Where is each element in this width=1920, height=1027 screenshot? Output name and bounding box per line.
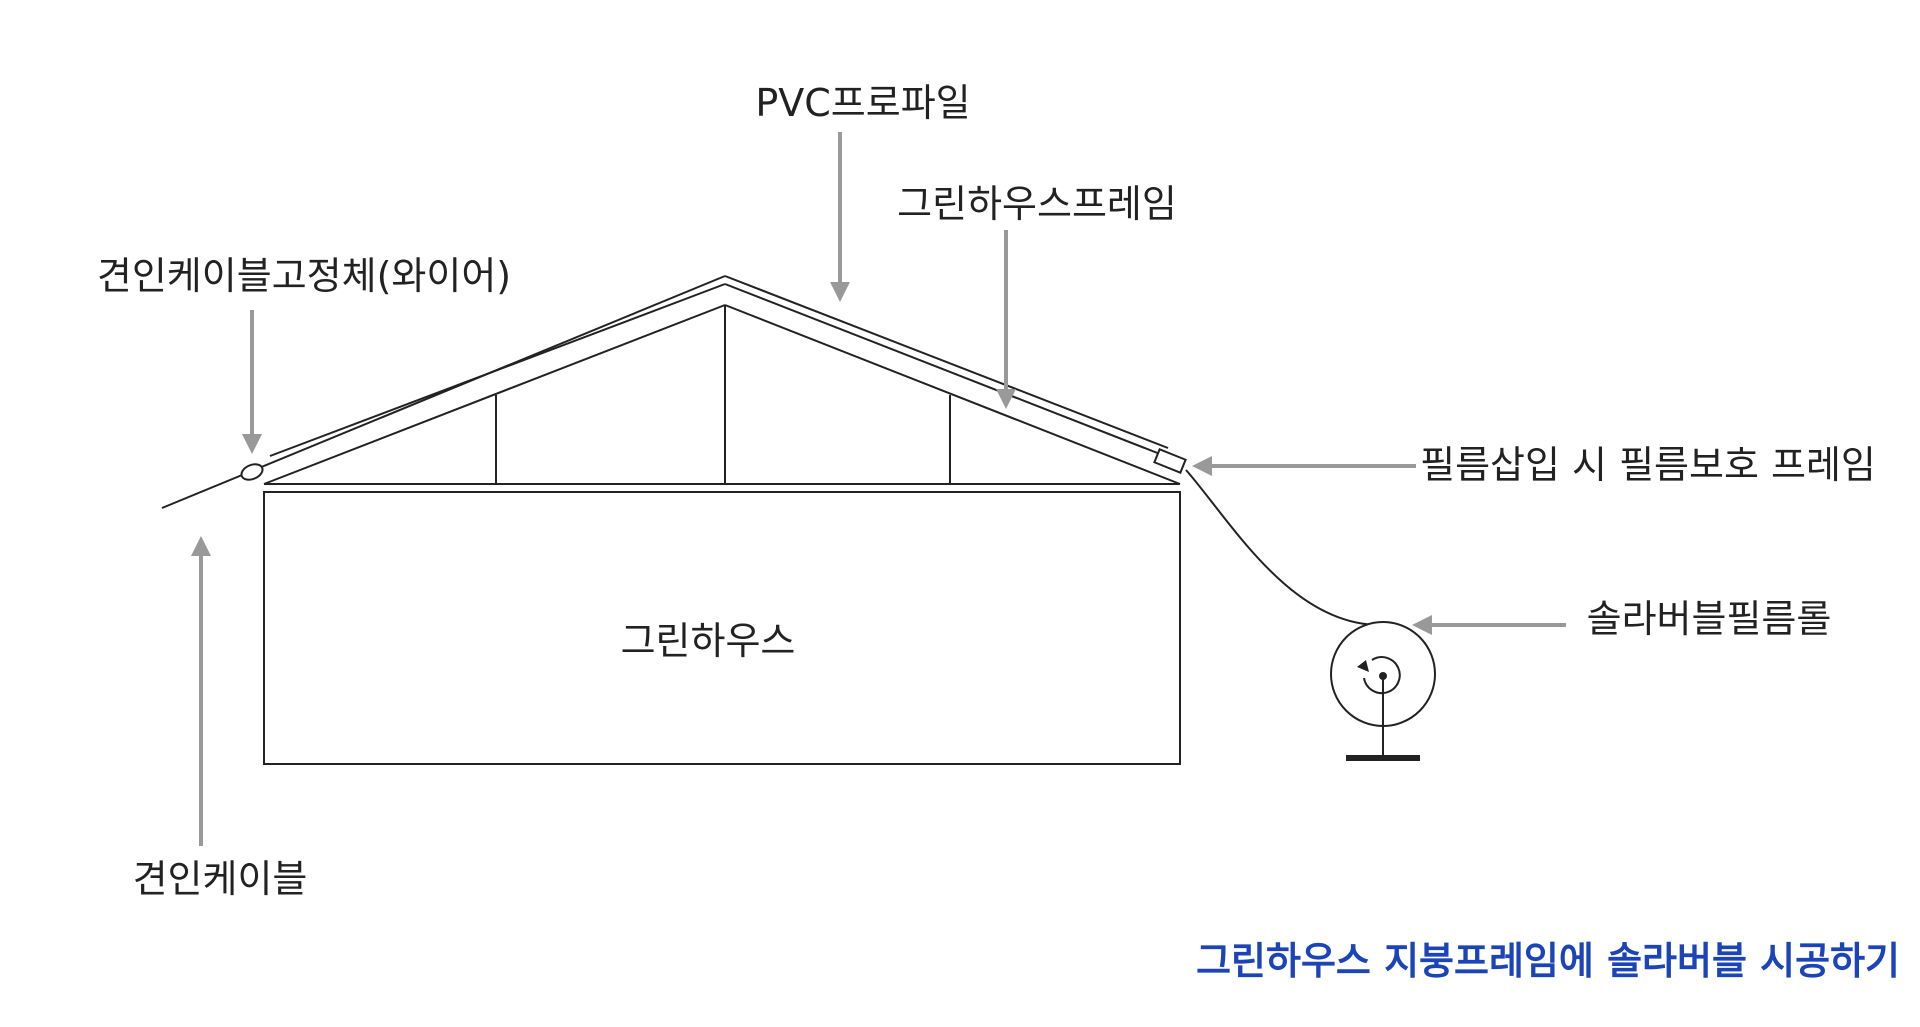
- caption: 그린하우스 지붕프레임에 솔라버블 시공하기: [1196, 939, 1900, 983]
- label-film-protection-frame: 필름삽입 시 필름보호 프레임: [1420, 443, 1876, 487]
- label-greenhouse-frame: 그린하우스프레임: [897, 182, 1177, 226]
- greenhouse-body: [263, 491, 1181, 765]
- film-curve: [1185, 469, 1381, 626]
- label-pvc-profile: PVC프로파일: [755, 81, 970, 125]
- film-protection-frame-box: [1153, 447, 1187, 475]
- annotation-arrows: [191, 132, 1566, 846]
- cable-fixture-ellipse: [240, 463, 264, 481]
- greenhouse-roof-frame: [161, 275, 1169, 509]
- label-cable-fixture: 견인케이블고정체(와이어): [97, 254, 511, 298]
- label-film-roll: 솔라버블필름롤: [1587, 597, 1832, 641]
- film-roll: [1330, 621, 1436, 761]
- roof-truss: [263, 304, 1181, 485]
- label-greenhouse: 그린하우스: [621, 619, 796, 663]
- label-tow-cable: 견인케이블: [133, 857, 308, 901]
